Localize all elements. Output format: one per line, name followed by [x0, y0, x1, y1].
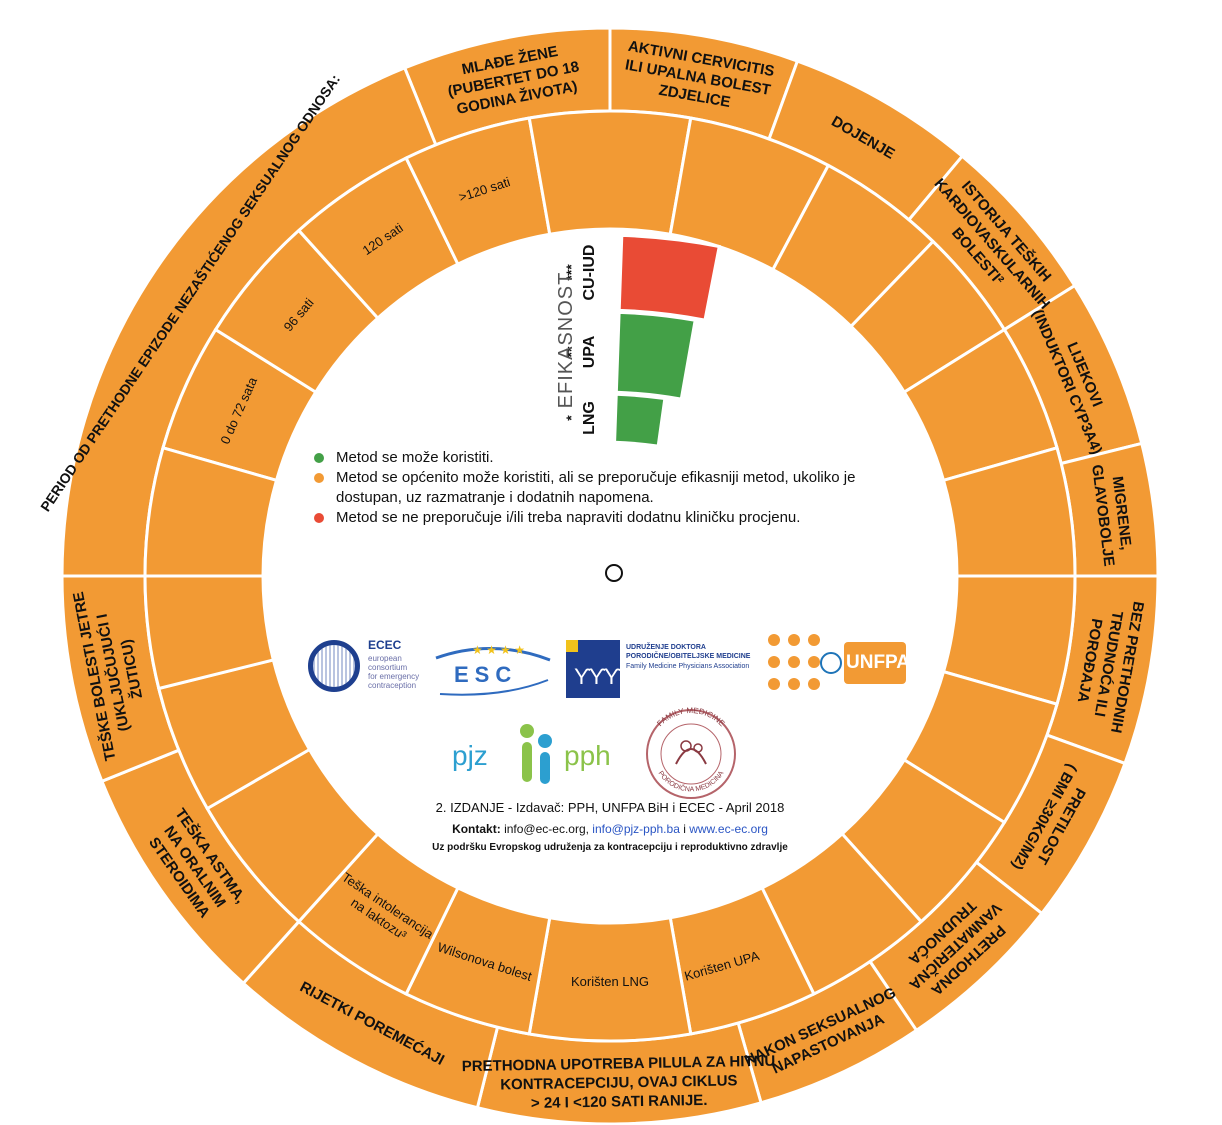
legend-item-orange: Metod se općenito može koristiti, ali se… — [312, 468, 912, 508]
ecec-logo: ECEC european consortium for emergency c… — [306, 636, 446, 706]
efficacy-band-lng — [613, 392, 667, 448]
legend-item-green: Metod se može koristiti. — [312, 448, 912, 468]
segment-label-10-text: PRETHODNA UPOTREBA PILULA ZA HITNUKONTRA… — [462, 1053, 777, 1113]
efficacy-stars-lng: * — [563, 415, 579, 421]
un-emblem-icon — [820, 652, 842, 674]
pivot-hole-icon — [605, 564, 623, 582]
contact-line: Kontakt: info@ec-ec.org, info@pjz-pph.ba… — [452, 822, 768, 836]
unfpa-dots-icon — [768, 634, 820, 690]
efficacy-label-lng: LNG — [581, 401, 598, 435]
efficacy-stars-upa: ** — [563, 346, 579, 357]
legend-item-red: Metod se ne preporučuje i/ili treba napr… — [312, 508, 912, 528]
red-dot-icon — [314, 513, 324, 523]
efficacy-label-upa: UPA — [581, 335, 598, 368]
inner-label-5: Korišten LNG — [571, 974, 649, 989]
seal-icon: FAMILY MEDICINE PORODIČNA MEDICINA — [646, 706, 736, 799]
ecec-globe-icon — [308, 640, 360, 692]
udruzenje-logo: ϒϒϒ UDRUŽENJE DOKTORA PORODIČNE/OBITELJS… — [566, 640, 766, 700]
family-figures-icon: ϒϒϒ — [566, 640, 621, 698]
pjz-pph-logo: pjz pph — [452, 720, 632, 792]
esc-swoosh-icon: ★ ★ ★ ★ — [435, 643, 551, 696]
edition-line: 2. IZDANJE - Izdavač: PPH, UNFPA BiH i E… — [435, 800, 785, 815]
legend: Metod se može koristiti. Metod se općeni… — [312, 448, 912, 528]
efficacy-band-upa — [614, 310, 697, 401]
efficacy-title: EFIKASNOST — [555, 272, 577, 409]
unfpa-logo: UNFPA — [766, 632, 910, 704]
efficacy-label-cu-iud: CU-IUD — [581, 245, 598, 301]
family-medicine-seal: FAMILY MEDICINE PORODIČNA MEDICINA — [636, 704, 746, 800]
esc-logo: ★ ★ ★ ★ ESC — [432, 640, 554, 700]
ecec-web-link[interactable]: www.ec-ec.org — [689, 822, 768, 836]
orange-dot-icon — [314, 473, 324, 483]
figures-icon — [514, 720, 558, 788]
support-line: Uz podršku Evropskog udruženja za kontra… — [432, 842, 788, 853]
svg-text:FAMILY MEDICINE: FAMILY MEDICINE — [655, 706, 726, 728]
svg-text:★ ★ ★ ★: ★ ★ ★ ★ — [472, 643, 525, 657]
efficacy-stars-cu-iud: *** — [563, 264, 579, 281]
efficacy-band-cu-iud — [617, 233, 722, 322]
inner-label-5-text: Korišten LNG — [571, 974, 649, 989]
segment-label-10: PRETHODNA UPOTREBA PILULA ZA HITNUKONTRA… — [462, 1053, 777, 1113]
inner-segment — [527, 109, 693, 237]
green-dot-icon — [314, 453, 324, 463]
efficacy-gauge: LNG* UPA** CU-IUD***EFIKASNOST — [555, 233, 722, 448]
pjz-email-link[interactable]: info@pjz-pph.ba — [592, 822, 680, 836]
